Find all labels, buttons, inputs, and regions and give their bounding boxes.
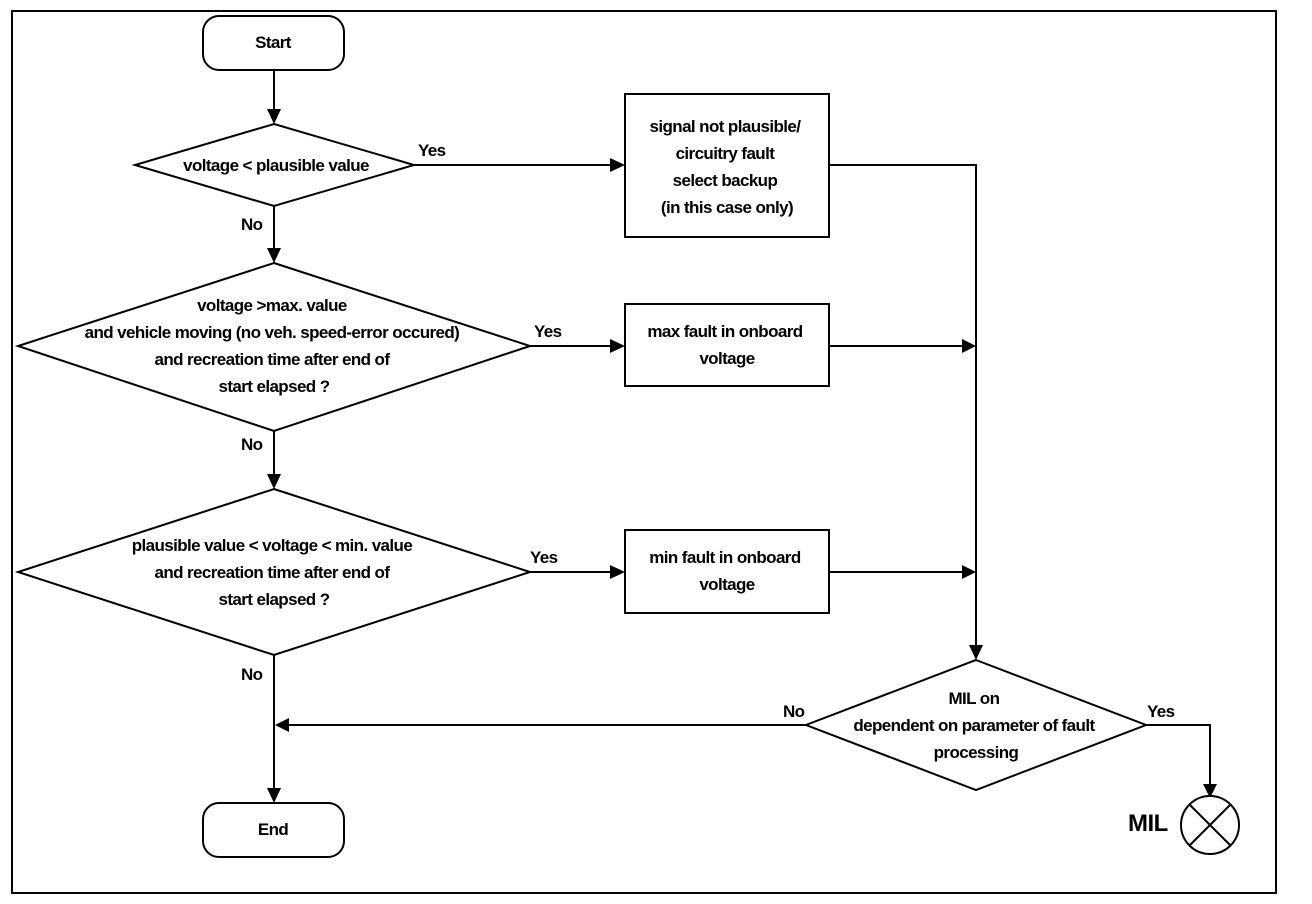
decision-min-check bbox=[14, 487, 534, 657]
d3-line: start elapsed ? bbox=[219, 590, 330, 609]
arrowhead bbox=[610, 339, 625, 353]
d4-line: dependent on parameter of fault bbox=[853, 716, 1095, 735]
d1-line: voltage < plausible value bbox=[183, 156, 369, 175]
b1-line: select backup bbox=[673, 171, 778, 190]
end-terminal bbox=[202, 802, 345, 858]
decision-plausible-check bbox=[131, 122, 418, 208]
arrowhead bbox=[267, 788, 281, 803]
arrowhead bbox=[275, 718, 289, 732]
edge-d4-mil bbox=[1146, 724, 1211, 786]
start-terminal bbox=[202, 15, 345, 71]
box-max-label: max fault in onboard voltage bbox=[647, 322, 806, 368]
arrowhead bbox=[267, 248, 281, 263]
d3-line: and recreation time after end of bbox=[154, 563, 390, 582]
mil-label: MIL bbox=[1128, 810, 1168, 837]
arrowhead bbox=[962, 565, 976, 579]
label-d1-no: No bbox=[241, 215, 263, 234]
arrowhead bbox=[267, 109, 281, 124]
b1-line: signal not plausible/ bbox=[650, 117, 802, 136]
box-min-label: min fault in onboard voltage bbox=[649, 548, 805, 594]
d2-line: voltage >max. value bbox=[197, 296, 347, 315]
b2-line: voltage bbox=[699, 349, 754, 368]
decision-mil-on bbox=[803, 658, 1149, 792]
edge-b1-d4 bbox=[829, 164, 977, 646]
diagram-frame bbox=[11, 10, 1277, 894]
label-d3-no: No bbox=[241, 665, 263, 684]
label-d3-yes: Yes bbox=[530, 548, 558, 567]
arrowhead bbox=[610, 565, 625, 579]
b3-line: voltage bbox=[699, 575, 754, 594]
b3-line: min fault in onboard bbox=[649, 548, 801, 567]
b1-line: (in this case only) bbox=[661, 198, 793, 217]
d4-line: MIL on bbox=[949, 689, 1000, 708]
box-signal-label: signal not plausible/ circuitry fault se… bbox=[650, 117, 805, 217]
box-max-fault bbox=[624, 303, 830, 387]
d3-line: plausible value < voltage < min. value bbox=[132, 536, 413, 555]
box-signal-not-plausible bbox=[624, 93, 830, 238]
mil-lamp-icon bbox=[1180, 795, 1240, 855]
decision-mil-label: MIL on dependent on parameter of fault p… bbox=[853, 689, 1098, 762]
arrowhead bbox=[610, 158, 625, 172]
end-label: End bbox=[258, 820, 289, 839]
d2-line: start elapsed ? bbox=[219, 377, 330, 396]
decision-min-label: plausible value < voltage < min. value a… bbox=[132, 536, 417, 609]
label-d4-no: No bbox=[783, 702, 805, 721]
label-d2-yes: Yes bbox=[534, 322, 562, 341]
start-label: Start bbox=[255, 33, 292, 52]
d2-line: and recreation time after end of bbox=[154, 350, 390, 369]
b2-line: max fault in onboard bbox=[647, 322, 802, 341]
box-min-fault bbox=[624, 529, 830, 614]
b1-line: circuitry fault bbox=[676, 144, 776, 163]
label-d2-no: No bbox=[241, 435, 263, 454]
arrowhead bbox=[962, 339, 976, 353]
decision-max-label: voltage >max. value and vehicle moving (… bbox=[85, 296, 464, 396]
label-d4-yes: Yes bbox=[1147, 702, 1175, 721]
arrowhead bbox=[267, 474, 281, 489]
label-d1-yes: Yes bbox=[418, 141, 446, 160]
connectors bbox=[267, 70, 1217, 803]
d2-line: and vehicle moving (no veh. speed-error … bbox=[85, 323, 460, 342]
arrowhead bbox=[969, 645, 983, 660]
arrowhead bbox=[1203, 784, 1217, 798]
decision-max-check bbox=[14, 261, 534, 433]
d4-line: processing bbox=[934, 743, 1019, 762]
decision-plausible-label: voltage < plausible value bbox=[183, 156, 369, 175]
